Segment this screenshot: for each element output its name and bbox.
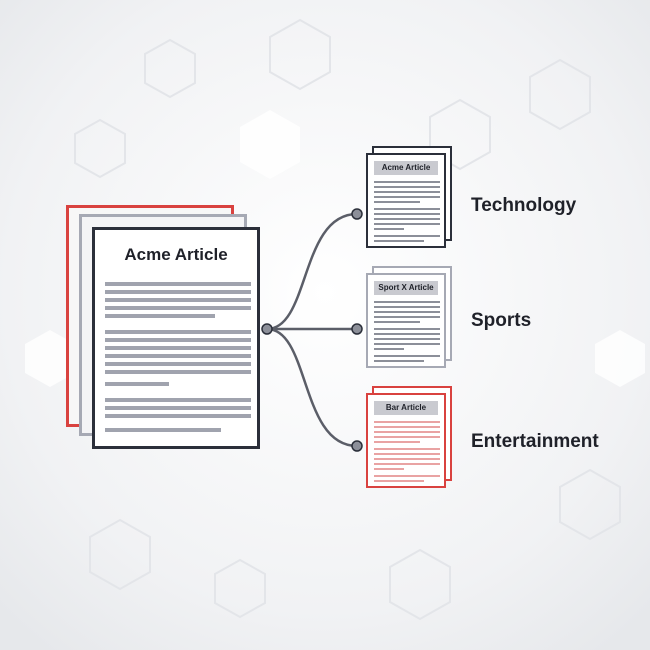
text-line xyxy=(374,306,440,308)
text-line xyxy=(374,218,440,220)
text-line xyxy=(374,196,440,198)
text-line xyxy=(105,314,215,318)
text-line xyxy=(374,223,440,225)
text-line xyxy=(374,333,440,335)
text-line xyxy=(374,436,440,438)
text-line xyxy=(374,360,424,362)
text-line xyxy=(374,343,440,345)
text-line xyxy=(105,414,251,418)
main-document: Acme Article xyxy=(92,227,260,449)
category-label: Entertainment xyxy=(471,431,599,452)
text-line xyxy=(374,191,440,193)
text-line xyxy=(374,355,440,357)
text-line xyxy=(374,181,440,183)
text-line xyxy=(374,316,440,318)
small-document: Bar Article xyxy=(366,393,446,488)
text-line xyxy=(374,448,440,450)
text-line xyxy=(105,346,251,350)
text-line xyxy=(374,475,440,477)
text-line xyxy=(374,311,440,313)
text-line xyxy=(374,480,424,482)
text-line xyxy=(374,240,424,242)
text-line xyxy=(374,213,440,215)
text-line xyxy=(105,330,251,334)
small-document: Sport X Article xyxy=(366,273,446,368)
text-line xyxy=(374,453,440,455)
text-line xyxy=(105,428,221,432)
text-line xyxy=(374,328,440,330)
small-document-title: Sport X Article xyxy=(374,281,438,295)
text-line xyxy=(374,321,420,323)
text-line xyxy=(105,298,251,302)
small-document-title: Bar Article xyxy=(374,401,438,415)
text-line xyxy=(374,228,404,230)
text-line xyxy=(374,458,440,460)
category-label: Technology xyxy=(471,195,577,216)
small-document-title: Acme Article xyxy=(374,161,438,175)
text-line xyxy=(374,348,404,350)
text-line xyxy=(105,306,251,310)
text-line xyxy=(374,468,404,470)
text-line xyxy=(374,201,420,203)
text-line xyxy=(374,421,440,423)
text-line xyxy=(374,301,440,303)
text-line xyxy=(105,282,251,286)
text-line xyxy=(105,362,251,366)
text-line xyxy=(105,406,251,410)
text-line xyxy=(374,235,440,237)
small-document: Acme Article xyxy=(366,153,446,248)
text-line xyxy=(105,338,251,342)
text-line xyxy=(374,441,420,443)
text-line xyxy=(105,382,169,386)
text-line xyxy=(105,398,251,402)
text-line xyxy=(374,186,440,188)
category-label: Sports xyxy=(471,310,532,331)
text-line xyxy=(374,338,440,340)
text-line xyxy=(374,208,440,210)
text-line xyxy=(105,354,251,358)
text-line xyxy=(374,431,440,433)
text-line xyxy=(374,463,440,465)
text-line xyxy=(105,290,251,294)
main-document-title: Acme Article xyxy=(124,245,228,264)
text-line xyxy=(374,426,440,428)
text-line xyxy=(105,370,251,374)
